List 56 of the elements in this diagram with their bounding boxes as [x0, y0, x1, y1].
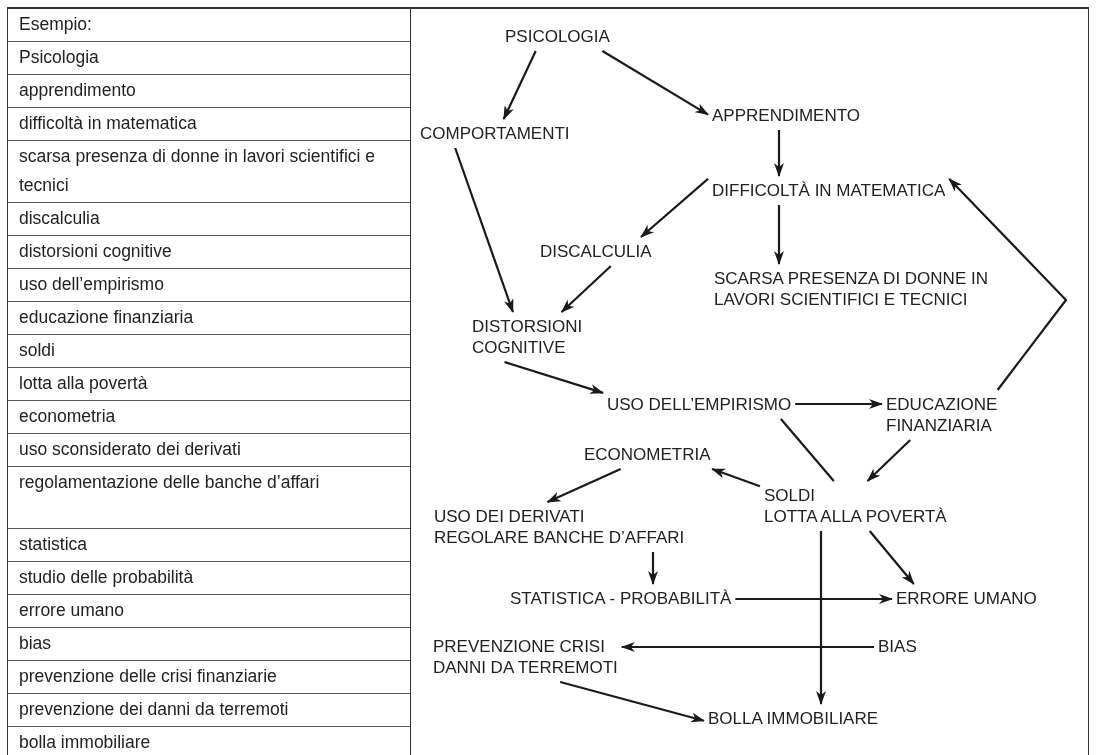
arrow	[711, 467, 761, 488]
arrow	[601, 50, 709, 116]
concept-label: PREVENZIONE CRISI DANNI DA TERREMOTI	[429, 632, 622, 682]
arrow	[816, 531, 826, 705]
arrow	[868, 530, 915, 585]
concept-label: DISTORSIONI COGNITIVE	[468, 312, 613, 362]
table-cell: difficoltà in matematica	[8, 108, 410, 141]
table-cell: bolla immobiliare	[8, 727, 410, 755]
concept-label: SOLDI LOTTA ALLA POVERTÀ	[760, 481, 951, 531]
table-cell: errore umano	[8, 595, 410, 628]
table-cell: educazione finanziaria	[8, 302, 410, 335]
arrow	[774, 130, 784, 177]
table-cell: Esempio:	[8, 9, 410, 42]
table-cell: regolamentazione delle banche d’affari	[8, 467, 410, 529]
arrow	[454, 147, 514, 313]
arrow	[559, 680, 705, 723]
table-cell: uso dell’empirismo	[8, 269, 410, 302]
concept-label: DIFFICOLTÀ IN MATEMATICA	[708, 176, 950, 205]
table-cell: prevenzione dei danni da terremoti	[8, 694, 410, 727]
arrow	[546, 468, 622, 503]
table-cell: prevenzione delle crisi finanziarie	[8, 661, 410, 694]
concept-label: APPRENDIMENTO	[708, 101, 864, 130]
table-cell: statistica	[8, 529, 410, 562]
arrow	[502, 50, 537, 120]
table-cell: discalculia	[8, 203, 410, 236]
table-cell: studio delle probabilità	[8, 562, 410, 595]
concept-label: BOLLA IMMOBILIARE	[704, 704, 883, 733]
table-cell: distorsioni cognitive	[8, 236, 410, 269]
arrow	[560, 265, 612, 313]
concept-label: USO DELL’EMPIRISMO	[603, 390, 796, 419]
arrow	[504, 360, 604, 394]
concept-label: USO DEI DERIVATI REGOLARE BANCHE D’AFFARI	[430, 502, 689, 552]
arrow	[774, 205, 784, 265]
arrow	[866, 439, 911, 482]
concept-label: EDUCAZIONE FINANZIARIA	[882, 390, 1032, 440]
table-cell: apprendimento	[8, 75, 410, 108]
arrow	[795, 399, 883, 409]
table-cell: Psicologia	[8, 42, 410, 75]
concept-label: STATISTICA - PROBABILITÀ	[506, 584, 736, 613]
concept-label: SCARSA PRESENZA DI DONNE IN LAVORI SCIENTIFICI E TECNICI	[710, 264, 1028, 314]
concept-label: BIAS	[874, 632, 921, 661]
table-cell: econometria	[8, 401, 410, 434]
table-cell: soldi	[8, 335, 410, 368]
concept-label: PSICOLOGIA	[501, 22, 614, 51]
arrow	[648, 552, 658, 585]
table-cell: uso sconsiderato dei derivati	[8, 434, 410, 467]
table-cell: lotta alla povertà	[8, 368, 410, 401]
concept-label: DISCALCULIA	[536, 237, 656, 266]
arrow	[735, 594, 893, 604]
arrow	[640, 177, 709, 238]
concept-label: ECONOMETRIA	[580, 440, 715, 469]
concept-label: COMPORTAMENTI	[416, 119, 574, 148]
arrow	[620, 642, 874, 652]
concept-label: ERRORE UMANO	[892, 584, 1041, 613]
arrow	[948, 178, 1068, 391]
table-cell: bias	[8, 628, 410, 661]
